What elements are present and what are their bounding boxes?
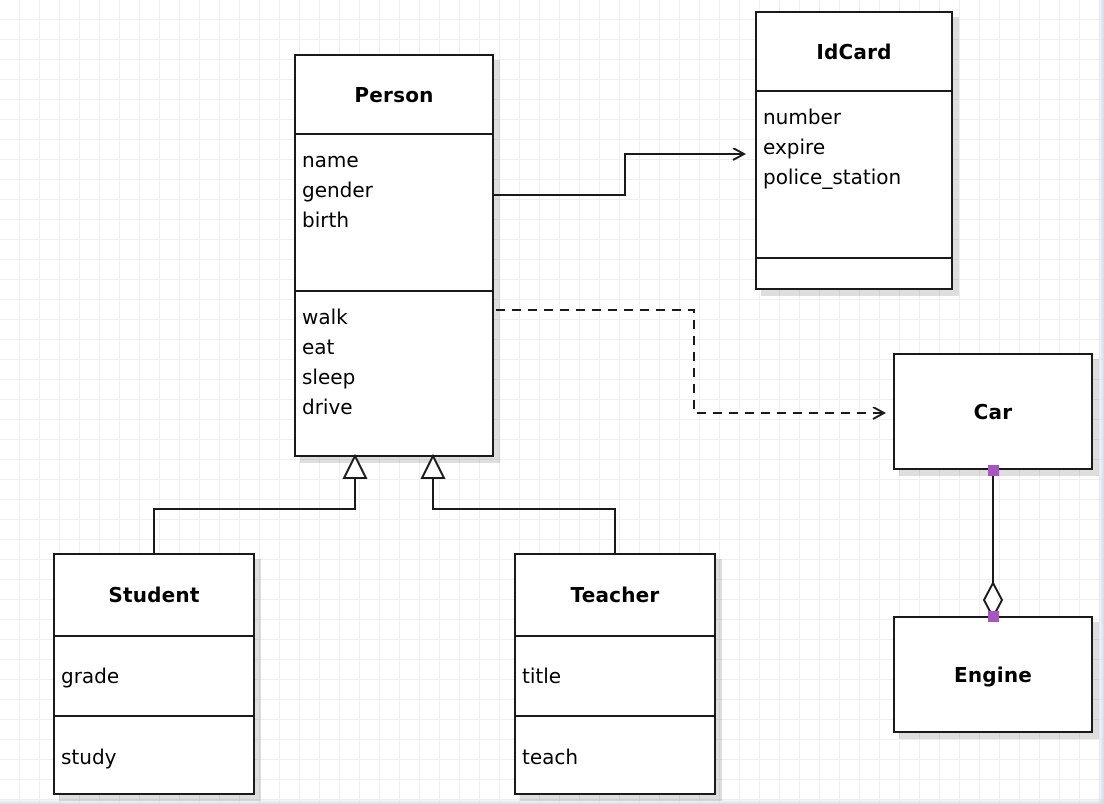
attribute-item: police_station xyxy=(763,165,902,189)
class-operations-section: teach xyxy=(516,715,714,797)
class-operations-section: walk eat sleep drive xyxy=(296,290,492,459)
class-box-student[interactable]: Student grade study xyxy=(53,553,255,795)
class-name-student: Student xyxy=(108,583,200,607)
canvas-right-edge xyxy=(1098,0,1104,804)
operation-item: teach xyxy=(522,745,579,769)
class-operations-section xyxy=(757,257,951,292)
class-attributes-section: grade xyxy=(55,635,253,715)
connection-handle-car-end[interactable] xyxy=(988,465,999,476)
class-box-person[interactable]: Person name gender birth walk eat sleep … xyxy=(294,54,494,457)
class-box-car[interactable]: Car xyxy=(893,353,1093,470)
class-name-person: Person xyxy=(354,82,434,107)
dependency-person-car[interactable] xyxy=(496,309,884,413)
class-attributes-section: name gender birth xyxy=(296,133,492,290)
operation-item: study xyxy=(61,745,117,769)
class-title-section: Car xyxy=(895,355,1091,468)
operation-item: eat xyxy=(302,335,335,359)
canvas-bottom-edge xyxy=(0,799,1104,804)
hollow-triangle-icon xyxy=(342,453,368,479)
class-title-section: Teacher xyxy=(516,555,714,635)
class-box-engine[interactable]: Engine xyxy=(893,616,1093,733)
attribute-item: title xyxy=(522,664,562,688)
attribute-item: name xyxy=(302,148,359,172)
class-name-idcard: IdCard xyxy=(816,39,892,64)
class-title-section: Person xyxy=(296,56,492,133)
generalization-student-person[interactable] xyxy=(153,453,368,553)
class-name-teacher: Teacher xyxy=(570,583,660,607)
association-person-idcard[interactable] xyxy=(494,154,744,196)
class-name-car: Car xyxy=(973,399,1013,424)
attribute-item: expire xyxy=(763,135,826,159)
operation-item: drive xyxy=(302,395,353,419)
operation-item: walk xyxy=(302,305,348,329)
class-operations-section: study xyxy=(55,715,253,797)
attribute-item: gender xyxy=(302,178,373,202)
class-box-teacher[interactable]: Teacher title teach xyxy=(514,553,716,795)
hollow-triangle-icon xyxy=(420,453,446,479)
class-title-section: IdCard xyxy=(757,13,951,90)
attribute-item: birth xyxy=(302,208,349,232)
operation-item: sleep xyxy=(302,365,356,389)
attribute-item: grade xyxy=(61,664,120,688)
class-name-engine: Engine xyxy=(953,662,1033,687)
connection-handle-engine-end[interactable] xyxy=(988,611,999,622)
class-attributes-section: title xyxy=(516,635,714,715)
aggregation-car-engine[interactable] xyxy=(982,470,1004,620)
class-title-section: Student xyxy=(55,555,253,635)
generalization-teacher-person[interactable] xyxy=(420,453,616,553)
class-attributes-section: number expire police_station xyxy=(757,90,951,257)
attribute-item: number xyxy=(763,105,842,129)
class-title-section: Engine xyxy=(895,618,1091,731)
class-box-idcard[interactable]: IdCard number expire police_station xyxy=(755,11,953,290)
